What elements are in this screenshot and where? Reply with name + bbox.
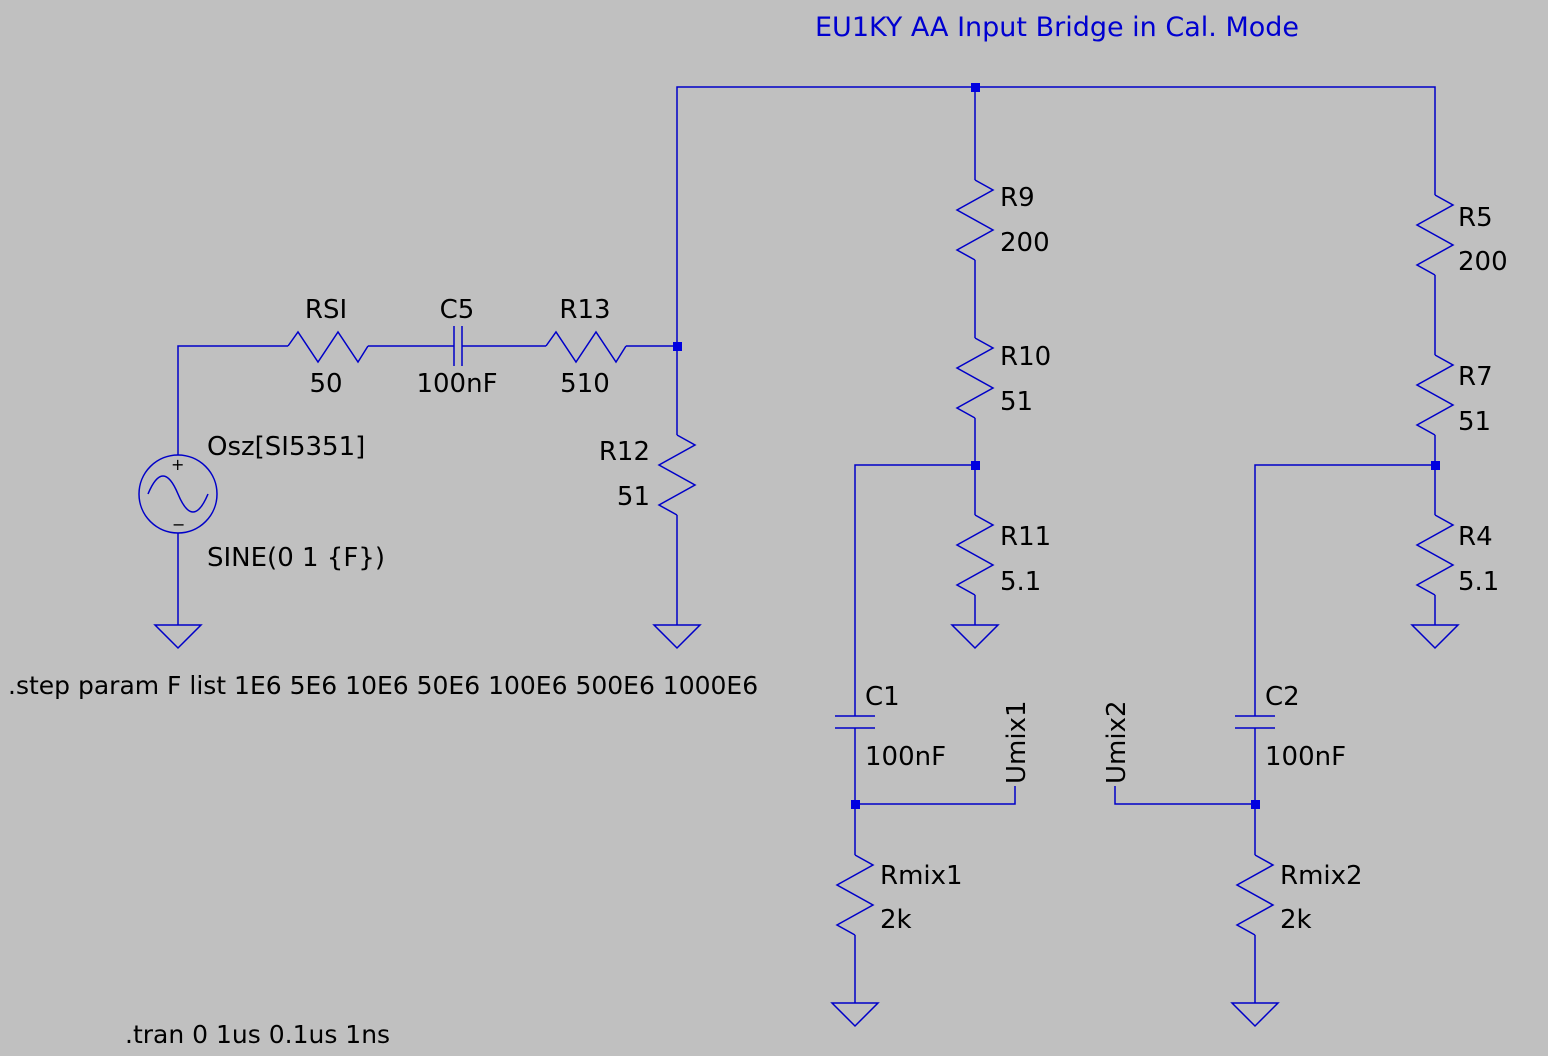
capacitor-c5-symbol[interactable] (453, 326, 463, 366)
c5-name: C5 (440, 295, 475, 325)
resistor-rsi-symbol[interactable] (287, 330, 369, 364)
junction-dot (1251, 800, 1260, 809)
resistor-r4-symbol[interactable] (1415, 514, 1455, 596)
r9-name: R9 (1000, 183, 1035, 213)
junction-dot (971, 461, 980, 470)
resistor-rmix2-symbol[interactable] (1235, 854, 1275, 936)
wire-top-rail (676, 86, 1436, 346)
ground-icon (830, 1002, 880, 1028)
r7-name: R7 (1458, 362, 1493, 392)
source-plus-sign: + (171, 455, 184, 474)
r13-value: 510 (560, 369, 610, 399)
junction-dot (1431, 461, 1440, 470)
r10-name: R10 (1000, 342, 1051, 372)
junction-dot (851, 800, 860, 809)
rmix2-name: Rmix2 (1280, 861, 1363, 891)
schematic-title: EU1KY AA Input Bridge in Cal. Mode (815, 12, 1299, 43)
sine-source-icon[interactable]: + − (138, 454, 218, 534)
resistor-r10-symbol[interactable] (955, 337, 995, 419)
r11-value: 5.1 (1000, 567, 1041, 597)
ground-icon (1230, 1002, 1280, 1028)
rsi-name: RSI (305, 295, 347, 325)
r5-name: R5 (1458, 203, 1493, 233)
c1-name: C1 (865, 682, 900, 712)
source-name: Osz[SI5351] (207, 432, 365, 462)
resistor-r12-symbol[interactable] (657, 434, 697, 516)
r10-value: 51 (1000, 387, 1033, 417)
r12-value: 51 (617, 482, 650, 512)
r5-value: 200 (1458, 247, 1508, 277)
junction-dot (673, 342, 682, 351)
c2-value: 100nF (1265, 742, 1346, 772)
wire-umix1 (855, 786, 1016, 805)
r4-value: 5.1 (1458, 567, 1499, 597)
component-labels: RSI 50 C5 100nF R13 510 R12 51 R9 200 R1… (207, 183, 1508, 935)
wires (177, 86, 1436, 1003)
rmix2-value: 2k (1280, 905, 1312, 935)
capacitor-c2-symbol[interactable] (1235, 715, 1275, 729)
r12-name: R12 (599, 437, 650, 467)
ground-symbols (153, 624, 1460, 1028)
capacitors (453, 326, 1275, 729)
source-value: SINE(0 1 {F}) (207, 543, 385, 573)
resistor-r5-symbol[interactable] (1415, 194, 1455, 276)
ground-icon (1410, 624, 1460, 650)
tran-directive[interactable]: .tran 0 1us 0.1us 1ns (125, 1020, 390, 1049)
ground-icon (153, 624, 203, 650)
r9-value: 200 (1000, 228, 1050, 258)
resistor-r7-symbol[interactable] (1415, 354, 1455, 436)
junction-dot (971, 83, 980, 92)
r11-name: R11 (1000, 522, 1051, 552)
source-minus-sign: − (172, 515, 185, 534)
wire-source-to-rsi (177, 345, 288, 455)
resistors (287, 179, 1455, 936)
resistor-rmix1-symbol[interactable] (835, 854, 875, 936)
wire-umix2 (1114, 786, 1255, 805)
net-label-umix1[interactable]: Umix1 (1002, 700, 1032, 784)
c2-name: C2 (1265, 682, 1300, 712)
net-label-umix2[interactable]: Umix2 (1102, 700, 1132, 784)
r13-name: R13 (559, 295, 610, 325)
ground-icon (950, 624, 1000, 650)
rmix1-value: 2k (880, 905, 912, 935)
resistor-r13-symbol[interactable] (545, 330, 627, 364)
r7-value: 51 (1458, 407, 1491, 437)
junctions (673, 83, 1440, 809)
wire-node-to-c1 (854, 464, 975, 716)
ground-icon (652, 624, 702, 650)
resistor-r9-symbol[interactable] (955, 179, 995, 261)
resistor-r11-symbol[interactable] (955, 514, 995, 596)
r4-name: R4 (1458, 522, 1493, 552)
c1-value: 100nF (865, 742, 946, 772)
wire-node-to-c2 (1254, 464, 1435, 716)
rmix1-name: Rmix1 (880, 861, 963, 891)
rsi-value: 50 (309, 369, 342, 399)
capacitor-c1-symbol[interactable] (835, 715, 875, 729)
step-directive[interactable]: .step param F list 1E6 5E6 10E6 50E6 100… (8, 671, 758, 700)
c5-value: 100nF (416, 369, 497, 399)
